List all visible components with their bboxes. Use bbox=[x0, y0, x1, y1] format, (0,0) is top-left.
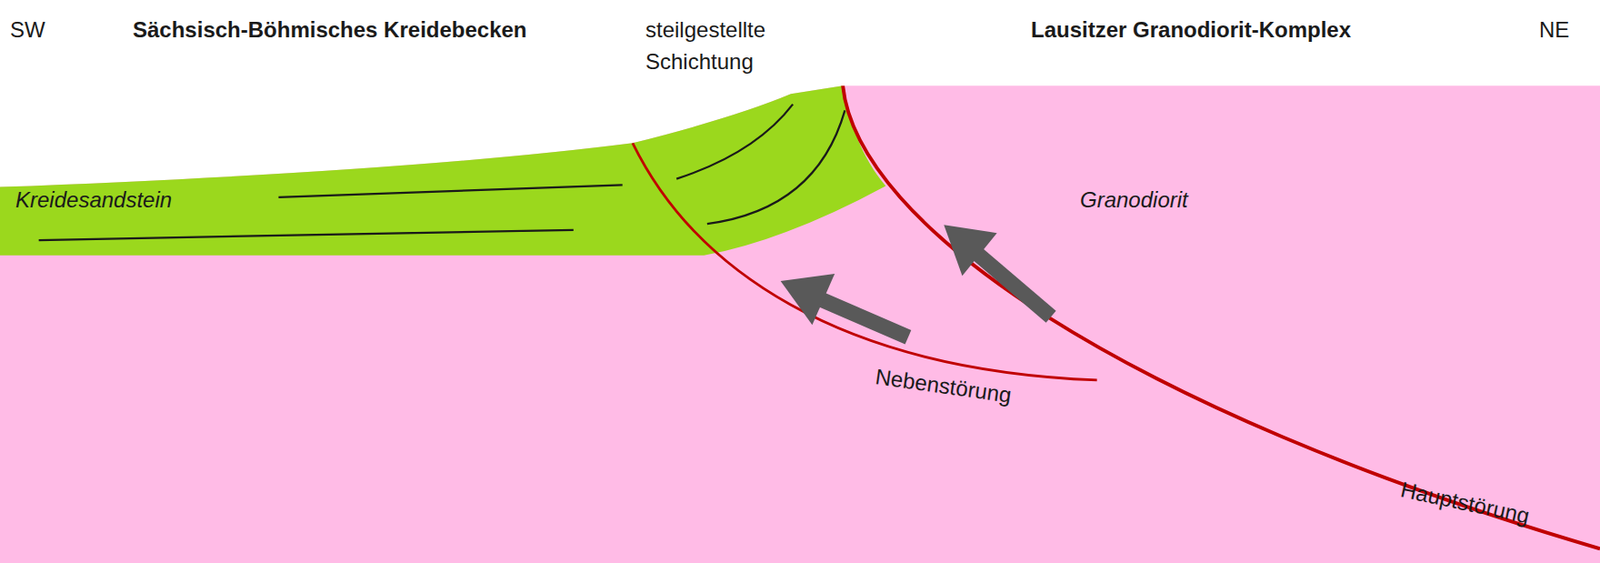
rock-unit-label: Kreidesandstein bbox=[15, 184, 172, 217]
direction-label: NE bbox=[1539, 14, 1570, 47]
secondary-fault bbox=[632, 142, 1098, 380]
direction-label: SW bbox=[10, 14, 46, 47]
structure-note: steilgestellte Schichtung bbox=[645, 14, 810, 79]
bedding-lines bbox=[39, 104, 846, 240]
movement-arrows bbox=[780, 224, 1051, 338]
main-fault bbox=[842, 85, 1600, 549]
granodiorite-complex bbox=[842, 85, 1600, 549]
rock-unit-label: Granodiorit bbox=[1080, 184, 1189, 217]
cretaceous-sandstone bbox=[0, 85, 886, 255]
granodiorite-body bbox=[0, 85, 1600, 563]
region-title: Lausitzer Granodiorit-Komplex bbox=[1030, 14, 1351, 47]
region-title: Sächsisch-Böhmisches Kreidebecken bbox=[132, 14, 528, 47]
